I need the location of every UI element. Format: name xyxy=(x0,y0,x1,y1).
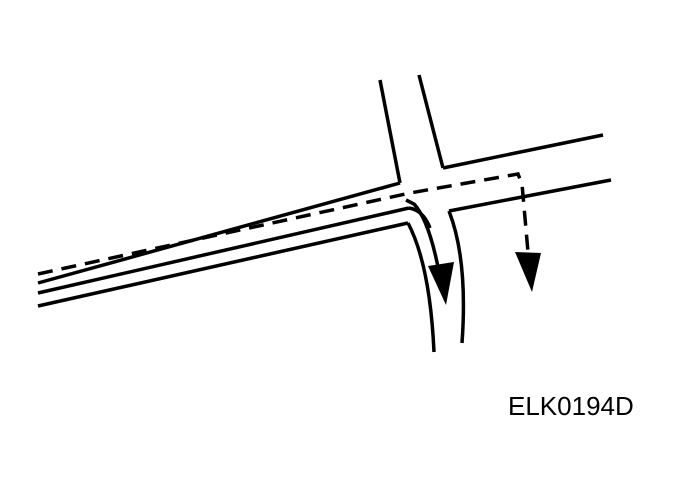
main-road-upper-edge-left xyxy=(37,181,401,285)
main-road-inner-lower-edge xyxy=(37,206,410,295)
main-road-upper-edge-right xyxy=(442,133,604,170)
main-road-lower-edge-right xyxy=(448,178,612,213)
arrowhead-main xyxy=(515,252,541,292)
flow-path-dashed xyxy=(37,172,530,276)
main-road-outer-lower-edge xyxy=(37,221,409,308)
branch-right-edge-upper xyxy=(417,74,445,169)
branch-flow-line xyxy=(405,198,441,273)
figure-id-code: ELK0194D xyxy=(508,391,634,421)
branch-left-edge-upper xyxy=(378,79,402,184)
branch-right-edge-lower xyxy=(447,210,466,344)
branch-left-edge-lower xyxy=(406,222,436,353)
arrowhead-branch xyxy=(428,262,454,305)
